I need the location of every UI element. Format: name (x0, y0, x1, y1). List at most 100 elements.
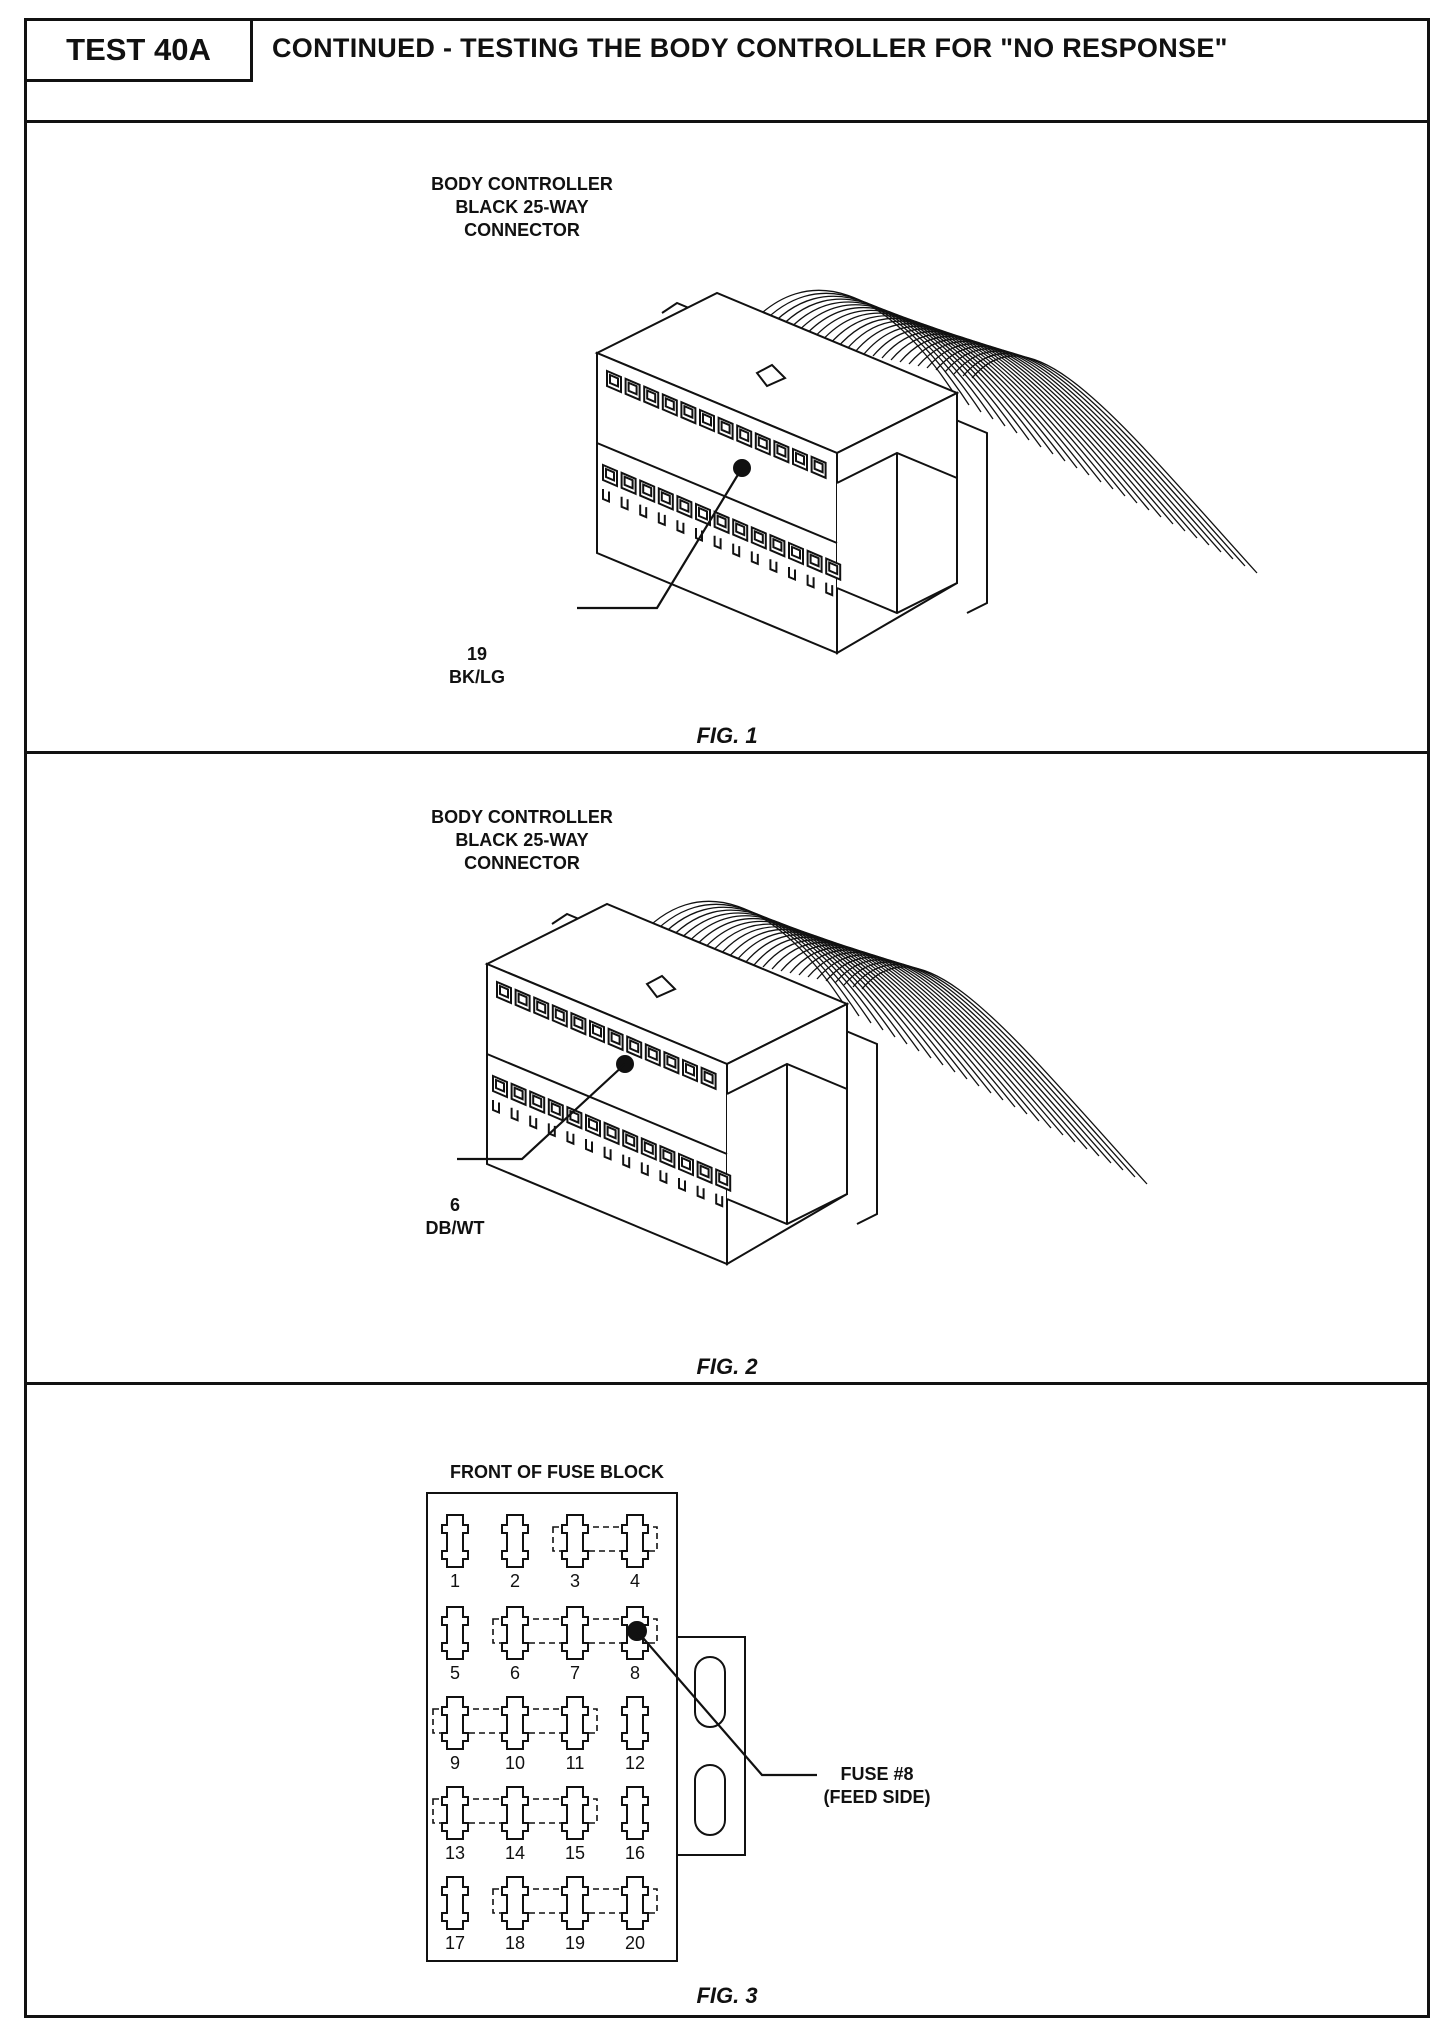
cavity-inner (685, 1062, 695, 1077)
cavity-tab (657, 512, 666, 527)
fuse-terminal (501, 1514, 529, 1568)
latch (645, 974, 677, 999)
page-title: CONTINUED - TESTING THE BODY CONTROLLER … (272, 33, 1228, 63)
cavity-inner (776, 443, 787, 459)
wire (780, 944, 1040, 1122)
fuse-terminal (441, 1876, 469, 1930)
fuse-number: 19 (565, 1933, 585, 1953)
cavity-inner (554, 1007, 565, 1023)
mounting-bracket (676, 1636, 746, 1856)
fuse-terminal (621, 1514, 649, 1568)
cavity-inner (569, 1109, 580, 1125)
fuse-terminal (561, 1786, 589, 1840)
bracket-slot (694, 1656, 726, 1728)
fuse-terminal (501, 1786, 529, 1840)
cavity-inner (550, 1101, 561, 1117)
page-frame: TEST 40A CONTINUED - TESTING THE BODY CO… (24, 18, 1430, 2018)
fuse-number: 12 (625, 1753, 645, 1773)
wire (836, 318, 1078, 469)
cavity-tab (566, 1131, 575, 1146)
wire-bundle (746, 289, 1258, 574)
connector-label-line: CONNECTOR (464, 853, 580, 873)
cavity-tab (639, 504, 648, 519)
cavity-tab (510, 1107, 519, 1122)
cavity-inner (610, 1031, 621, 1046)
cavity-inner (625, 1133, 636, 1148)
cavity-tab (585, 1139, 593, 1153)
cavity-inner (735, 522, 746, 537)
cavity-tab (622, 1154, 631, 1169)
cavity-inner (629, 1039, 640, 1054)
fuse-callout-leader (636, 1630, 817, 1777)
wire (834, 959, 1112, 1164)
cavity-tab (529, 1115, 538, 1130)
wire (908, 338, 1174, 525)
fuse-number: 8 (630, 1663, 640, 1683)
connector-label-line: CONNECTOR (464, 220, 580, 240)
fuse-number: 17 (445, 1933, 465, 1953)
wire (816, 954, 1088, 1150)
fuse-terminal (441, 1514, 469, 1568)
fuse-number: 20 (625, 1933, 645, 1953)
cavity-tab (547, 1123, 556, 1138)
wire-bundle (636, 900, 1148, 1185)
cavity-inner (757, 435, 768, 451)
wire (854, 323, 1102, 483)
cavity-inner (517, 992, 528, 1007)
cavity-tab (640, 1162, 649, 1177)
wire (899, 335, 1162, 518)
wire (890, 333, 1150, 511)
wire (789, 946, 1052, 1129)
wire (935, 345, 1210, 546)
cavity-inner (791, 545, 801, 560)
cavity-inner (716, 514, 727, 529)
pin-number: 6 (449, 1195, 460, 1215)
cavity-inner (495, 1078, 505, 1093)
wire (744, 934, 992, 1094)
wire (962, 353, 1246, 567)
fuse-terminal (561, 1606, 589, 1660)
fuse-terminal (441, 1696, 469, 1750)
fuse-terminal (561, 1696, 589, 1750)
fuse-number: 6 (510, 1663, 520, 1683)
cavity-tab (676, 520, 685, 535)
wire (843, 961, 1124, 1171)
wire (636, 900, 848, 1010)
cavity-inner (666, 1054, 677, 1070)
cavity-inner (532, 1094, 543, 1109)
fuse-callout-line: (FEED SIDE) (823, 1787, 931, 1807)
fuse-terminal (621, 1876, 649, 1930)
cavity-inner (809, 553, 820, 568)
figure-caption: FIG. 3 (696, 1983, 758, 2008)
cavity-tab (696, 1185, 705, 1200)
cavity-inner (606, 1125, 617, 1140)
front-ledge (486, 1053, 728, 1155)
fuse-number: 4 (630, 1571, 640, 1591)
cavity-tab (603, 1146, 612, 1161)
fuse-number: 5 (450, 1663, 460, 1683)
cavity-tab (806, 574, 815, 589)
cavity-inner (646, 389, 657, 404)
cavity-inner (642, 483, 653, 498)
cavity-inner (592, 1023, 602, 1038)
bracket-slot (694, 1764, 726, 1836)
cavity-inner (718, 1172, 729, 1187)
wire (917, 340, 1186, 532)
test-label: TEST 40A (27, 21, 253, 82)
cavity-inner (679, 498, 690, 514)
cavity-inner (623, 475, 634, 490)
cavity-tab (750, 551, 759, 566)
cavity-inner (681, 1156, 691, 1171)
cavity-inner (647, 1046, 658, 1062)
pin-number: 19 (466, 644, 488, 664)
wire (953, 350, 1234, 560)
cavity-inner (573, 1015, 584, 1031)
connector-label-line: BLACK 25-WAY (455, 197, 589, 217)
figure-caption: FIG. 1 (696, 723, 758, 748)
cavity-tab (788, 567, 796, 581)
wire (746, 289, 958, 399)
cavity-inner (702, 412, 712, 427)
wire (807, 951, 1076, 1143)
latch (755, 363, 787, 388)
cavity-inner (772, 537, 783, 553)
